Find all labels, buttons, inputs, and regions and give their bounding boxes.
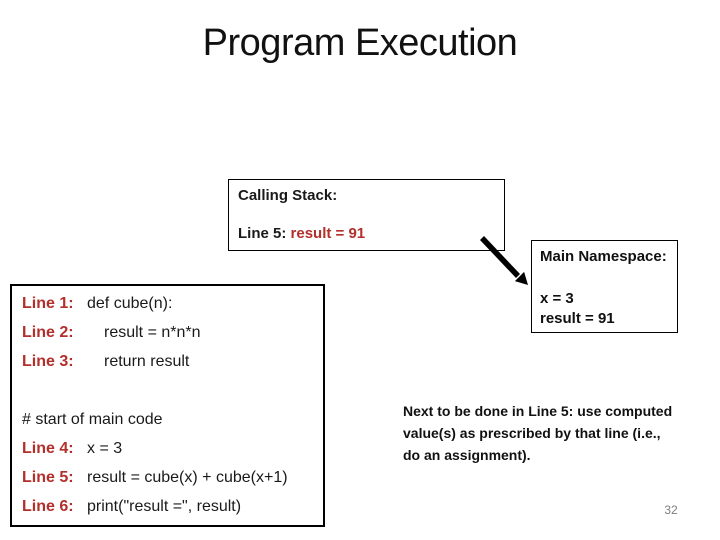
code-line-text: result = cube(x) + cube(x+1) (87, 469, 288, 486)
next-step-note: Next to be done in Line 5: use computed … (403, 400, 720, 466)
code-line-label: Line 2: (22, 324, 74, 341)
code-line (22, 376, 323, 405)
calling-stack-box: Calling Stack: Line 5: result = 91 (228, 179, 505, 251)
page-title: Program Execution (202, 22, 518, 64)
calling-stack-entry: Line 5: result = 91 (238, 225, 495, 242)
code-line-text: return result (104, 353, 190, 370)
code-line-label: Line 6: (22, 498, 74, 515)
code-line-text: def cube(n): (87, 295, 173, 312)
code-line: Line 1: def cube(n): (22, 289, 323, 318)
code-line-label: Line 5: (22, 469, 74, 486)
note-line: Next to be done in Line 5: use computed (403, 403, 673, 419)
code-line-label: Line 3: (22, 353, 74, 370)
code-line-text: x = 3 (87, 440, 123, 457)
code-line: Line 4: x = 3 (22, 434, 323, 463)
code-line-text: print("result =", result) (87, 498, 242, 515)
code-box: Line 1: def cube(n): Line 2: result = n*n*n… (10, 284, 325, 527)
main-namespace-heading: Main Namespace: (540, 248, 667, 265)
note-line: value(s) as prescribed by that line (i.e… (403, 425, 661, 441)
code-line-label: Line 4: (22, 440, 74, 457)
main-namespace-box: Main Namespace: x = 3 result = 91 (531, 240, 678, 333)
arrow-down-right-icon (480, 236, 528, 285)
code-line-text: # start of main code (22, 411, 163, 428)
note-line: do an assignment). (403, 447, 531, 463)
code-line-text: result = n*n*n (104, 324, 201, 341)
code-line: Line 2: result = n*n*n (22, 318, 323, 347)
code-line: Line 5: result = cube(x) + cube(x+1) (22, 463, 323, 492)
page-number: 32 (664, 503, 678, 517)
calling-stack-heading: Calling Stack: (238, 187, 338, 204)
calling-stack-entry-value: result = 91 (290, 225, 366, 242)
main-namespace-entry: result = 91 (540, 310, 615, 327)
calling-stack-entry-line-label: Line 5: (238, 225, 291, 242)
code-line: Line 6: print("result =", result) (22, 492, 323, 521)
code-line-label: Line 1: (22, 295, 74, 312)
main-namespace-entries: x = 3 result = 91 (540, 289, 669, 329)
code-line: # start of main code (22, 405, 323, 434)
code-line: Line 3: return result (22, 347, 323, 376)
main-namespace-entry: x = 3 (540, 290, 574, 307)
